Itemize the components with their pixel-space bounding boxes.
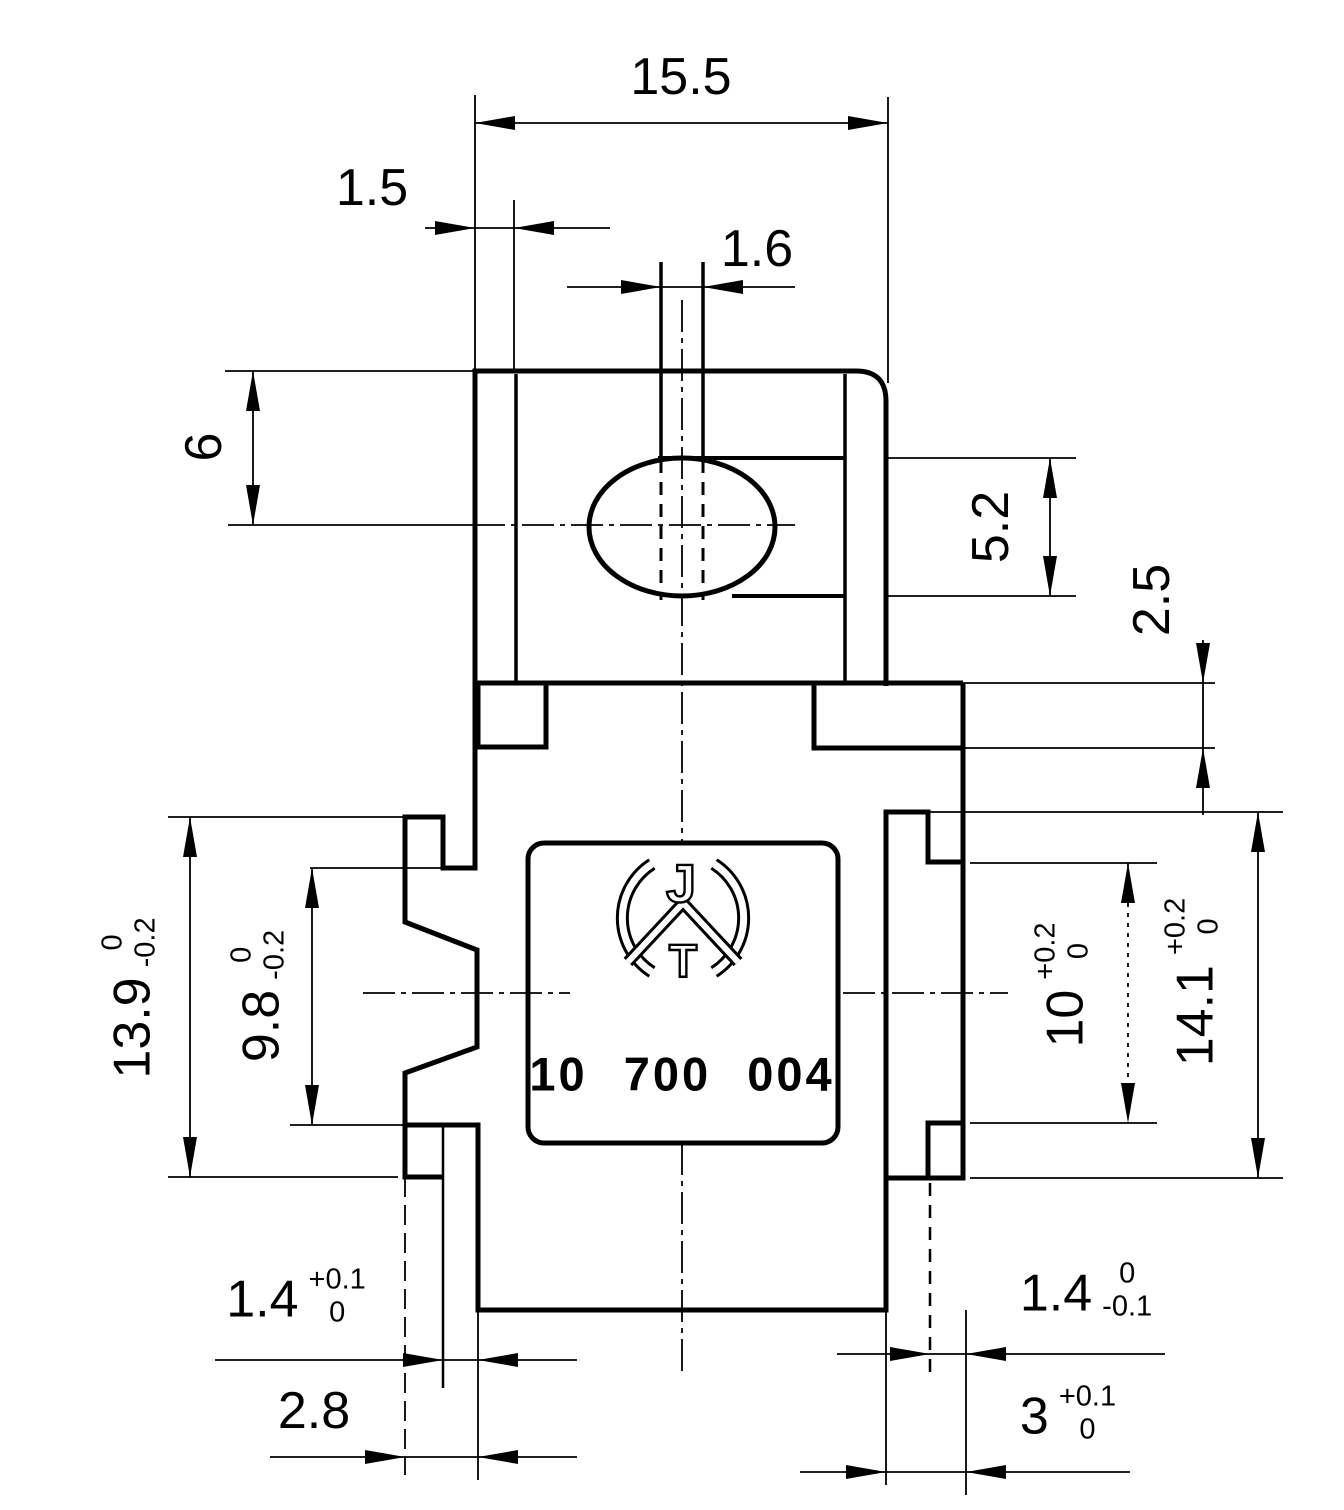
dim-left-leg-span: 2.8: [277, 1382, 351, 1440]
part-number: 10 700 004: [529, 1047, 835, 1101]
dim-slot-width: 1.6: [720, 220, 794, 278]
center-lines: [363, 300, 1008, 1372]
dim-width-top: 15.5: [630, 48, 732, 106]
manufacturer-logo-icon: J T: [615, 853, 751, 988]
dimension-lines: [168, 95, 1283, 1495]
dim-offset-left: 1.5: [335, 159, 409, 217]
logo-letter-j: J: [666, 854, 696, 914]
dim-right-leg-width: 1.4 0-0.1: [1019, 1257, 1153, 1323]
label-plate: [525, 840, 841, 1146]
dim-notch-height: 2.5: [1123, 563, 1181, 637]
dim-left-flange: 13.9 0-0.2: [96, 917, 162, 1079]
dim-hole-offset: 6: [175, 432, 233, 462]
dim-hole-height: 5.2: [962, 490, 1020, 564]
logo-letter-t: T: [669, 935, 697, 987]
bend-lines: [441, 262, 932, 1388]
dim-left-slot: 9.8 0-0.2: [225, 929, 291, 1063]
